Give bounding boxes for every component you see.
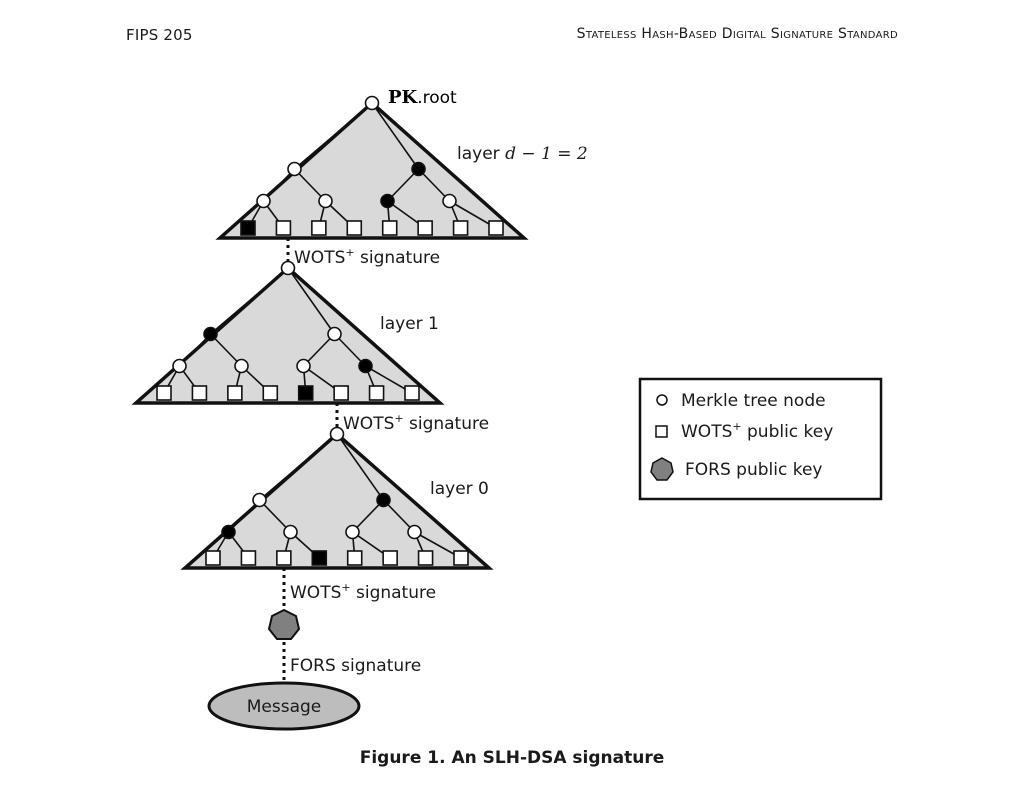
legend: Merkle tree node WOTS+ public key FORS p… (638, 377, 883, 501)
layer-2-merkle-node (442, 193, 457, 209)
layer-1-merkle-node (358, 358, 373, 374)
layer-0-wots-leaf (276, 550, 292, 566)
layer-1-active-wots-leaf (297, 385, 314, 401)
layer-2-active-wots-leaf (240, 220, 256, 236)
layer-1-wots-leaf (227, 385, 243, 401)
layer-0-active-wots-leaf (311, 550, 328, 566)
layer-1-wots-leaf (262, 385, 279, 401)
wots-signature-label-1: WOTS+ signature (294, 246, 440, 268)
layer-2-edge (293, 168, 327, 202)
layer-0-wots-leaf (382, 550, 398, 566)
layer-2-edge (371, 102, 420, 170)
message-label: Message (247, 697, 322, 717)
legend-square-icon (655, 425, 668, 438)
layer-0-edge (351, 499, 385, 533)
wots-signature-label-3: WOTS+ signature (290, 581, 436, 603)
layer-0-merkle-node (221, 524, 236, 540)
layer-1-edge (178, 333, 212, 367)
layer-0-wots-leaf (417, 550, 434, 566)
layer-0-edge (227, 499, 261, 533)
layer-1-root-node (280, 260, 296, 276)
legend-box (638, 377, 883, 501)
layer-0-edge (336, 433, 385, 501)
layer-0-merkle-node (345, 524, 360, 540)
layer-0-edge (258, 499, 292, 533)
layer-0-wots-leaf (453, 550, 469, 566)
layer-2-merkle-node (318, 193, 333, 209)
layer-0-merkle-node (283, 524, 298, 540)
legend-item-merkle-node: Merkle tree node (681, 391, 826, 411)
layer-0-root-node (329, 426, 345, 442)
layer-2-merkle-node (380, 193, 395, 209)
layer-2-wots-leaf (488, 220, 504, 236)
legend-item-fors-public-key: FORS public key (685, 460, 822, 480)
layer-0-merkle-node (407, 524, 422, 540)
hypertree-layers (131, 95, 529, 570)
layer-0-label: layer 0 (430, 479, 489, 499)
layer-1-wots-leaf (156, 385, 172, 401)
fors-signature-label: FORS signature (290, 656, 421, 676)
layer-1-merkle-node (296, 358, 311, 374)
layer-0-wots-leaf (205, 550, 221, 566)
layer-0-edge (382, 499, 416, 533)
layer-0-merkle-node (252, 492, 267, 508)
layer-2-edge (417, 168, 451, 202)
layer-2-label: layer d − 1 = 2 (457, 144, 588, 164)
legend-circle-icon (656, 394, 668, 406)
layer-1-wots-leaf (368, 385, 385, 401)
message-ellipse (207, 681, 361, 731)
layer-2-merkle-node (287, 161, 302, 177)
layer-1-wots-leaf (333, 385, 349, 401)
layer-1-merkle-node (234, 358, 249, 374)
legend-heptagon-icon (650, 457, 674, 481)
layer-0-wots-leaf (240, 550, 257, 566)
layer-1-edge (333, 333, 367, 367)
layer-0-edge (258, 433, 338, 501)
layer-2-wots-leaf (346, 220, 363, 236)
layer-1-edge (209, 333, 243, 367)
layer-1-edge (302, 333, 336, 367)
layer-1-merkle-node (327, 326, 342, 342)
layer-2-wots-leaf (311, 220, 327, 236)
legend-item-wots-public-key: WOTS+ public key (681, 420, 833, 442)
layer-2-merkle-node (256, 193, 271, 209)
layer-2-edge (262, 168, 296, 202)
layer-2-root-node (364, 95, 380, 111)
layer-2-wots-leaf (417, 220, 433, 236)
layer-2-edge (293, 102, 373, 170)
layer-0-wots-leaf (346, 550, 363, 566)
root-label: PK.root (388, 87, 457, 108)
layer-2-wots-leaf (452, 220, 469, 236)
layer-1-label: layer 1 (380, 314, 439, 334)
fors-public-key-heptagon (267, 608, 301, 640)
header-document-id: FIPS 205 (126, 26, 193, 44)
wots-signature-label-2: WOTS+ signature (343, 412, 489, 434)
layer-1-wots-leaf (404, 385, 420, 401)
layer-1-merkle-node (203, 326, 218, 342)
layer-0-merkle-node (376, 492, 391, 508)
layer-1-edge (287, 267, 336, 335)
figure-caption: Figure 1. An SLH-DSA signature (359, 748, 665, 768)
layer-2-wots-leaf (381, 220, 398, 236)
layer-1-edge (209, 267, 289, 335)
header-document-title: Stateless Hash-Based Digital Signature S… (576, 26, 898, 42)
layer-1-merkle-node (172, 358, 187, 374)
layer-2-wots-leaf (275, 220, 292, 236)
layer-2-edge (386, 168, 420, 202)
layer-2-merkle-node (411, 161, 426, 177)
layer-1-wots-leaf (191, 385, 208, 401)
